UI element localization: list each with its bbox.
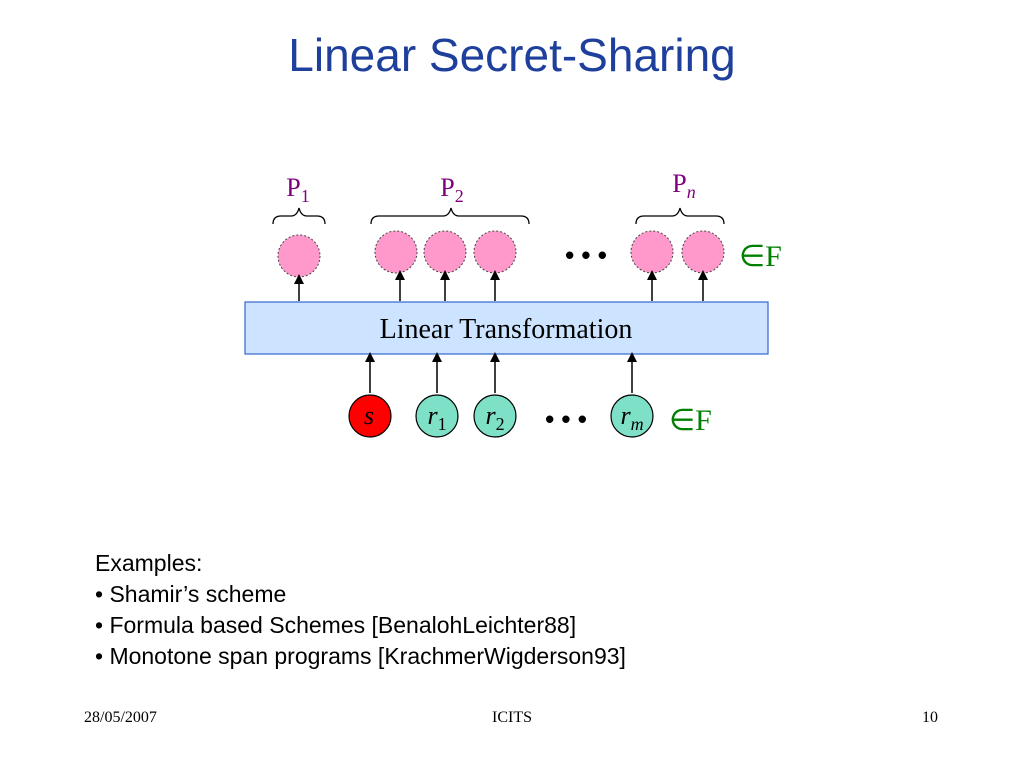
group-label-pn: Pn bbox=[672, 169, 695, 202]
inputs-field-label: ∈F bbox=[669, 404, 712, 437]
slide-title: Linear Secret-Sharing bbox=[288, 29, 736, 81]
examples-heading: Examples: bbox=[95, 550, 203, 576]
secret-circle bbox=[348, 394, 392, 438]
share-circle bbox=[681, 230, 725, 274]
random-label-r2: r2 bbox=[485, 401, 504, 434]
input-ellipsis: • • • bbox=[545, 404, 587, 434]
linear-transformation-label: Linear Transformation bbox=[380, 314, 633, 345]
random-circle bbox=[610, 394, 654, 438]
random-label-rm: rm bbox=[620, 401, 643, 434]
group-label-p2: P2 bbox=[440, 173, 463, 206]
group-brace-p1 bbox=[272, 207, 326, 225]
example-item: • Shamir’s scheme bbox=[95, 581, 287, 607]
secret-label: s bbox=[364, 401, 374, 430]
group-brace-p2 bbox=[370, 207, 530, 225]
footer-date: 28/05/2007 bbox=[84, 709, 157, 726]
shares-field-label: ∈F bbox=[739, 240, 782, 273]
share-circle bbox=[277, 234, 321, 278]
examples-list: Examples: • Shamir’s scheme • Formula ba… bbox=[95, 548, 626, 672]
share-circle bbox=[374, 230, 418, 274]
footer-page-number: 10 bbox=[922, 709, 938, 726]
example-item: • Formula based Schemes [BenalohLeichter… bbox=[95, 612, 577, 638]
linear-transformation-box bbox=[244, 301, 769, 355]
share-ellipsis: • • • bbox=[565, 240, 607, 270]
group-label-p1: P1 bbox=[286, 173, 309, 206]
random-circle bbox=[415, 394, 459, 438]
example-item: • Monotone span programs [KrachmerWigder… bbox=[95, 643, 626, 669]
random-label-r1: r1 bbox=[427, 401, 446, 434]
footer-venue: ICITS bbox=[492, 709, 532, 726]
share-circle bbox=[630, 230, 674, 274]
share-circle bbox=[473, 230, 517, 274]
random-circle bbox=[473, 394, 517, 438]
share-circle bbox=[423, 230, 467, 274]
group-brace-pn bbox=[635, 207, 725, 225]
